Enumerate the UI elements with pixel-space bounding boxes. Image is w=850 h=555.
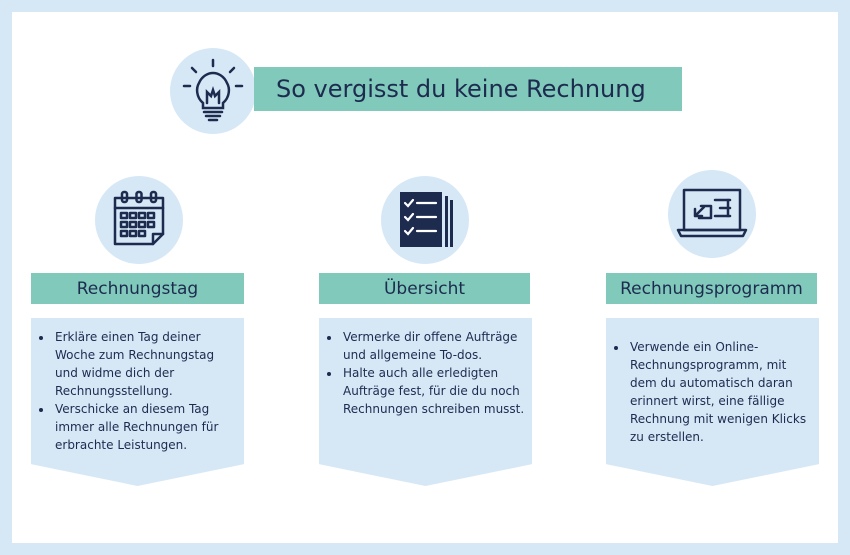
- list-item: Erkläre einen Tag deiner Woche zum Rechn…: [53, 328, 236, 400]
- heading-rechnungstag: Rechnungstag: [31, 273, 244, 304]
- list-item: Verwende ein Online-Rechnungsprogramm, m…: [628, 338, 813, 446]
- tip-box-rechnungsprogramm: Verwende ein Online-Rechnungsprogramm, m…: [606, 318, 819, 486]
- calendar-badge: [95, 176, 183, 264]
- list-item: Vermerke dir offene Aufträge und allgeme…: [341, 328, 526, 364]
- checklist-icon: [400, 192, 453, 247]
- heading-uebersicht: Übersicht: [319, 273, 530, 304]
- list-item: Halte auch alle erledigten Aufträge fest…: [341, 364, 526, 418]
- heading-rechnungsprogramm: Rechnungsprogramm: [606, 273, 817, 304]
- tip-list: Erkläre einen Tag deiner Woche zum Rechn…: [31, 318, 244, 454]
- lightbulb-badge: [170, 48, 256, 134]
- list-item: Verschicke an diesem Tag immer alle Rech…: [53, 400, 236, 454]
- checklist-badge: [381, 176, 469, 264]
- laptop-icon: [676, 188, 748, 238]
- tip-box-uebersicht: Vermerke dir offene Aufträge und allgeme…: [319, 318, 532, 486]
- tip-list: Vermerke dir offene Aufträge und allgeme…: [319, 318, 532, 418]
- calendar-icon: [113, 190, 165, 246]
- tip-list: Verwende ein Online-Rechnungsprogramm, m…: [606, 318, 819, 446]
- lightbulb-icon: [182, 58, 244, 122]
- tip-box-rechnungstag: Erkläre einen Tag deiner Woche zum Rechn…: [31, 318, 244, 486]
- laptop-badge: [668, 170, 756, 258]
- page-title: So vergisst du keine Rechnung: [254, 67, 682, 111]
